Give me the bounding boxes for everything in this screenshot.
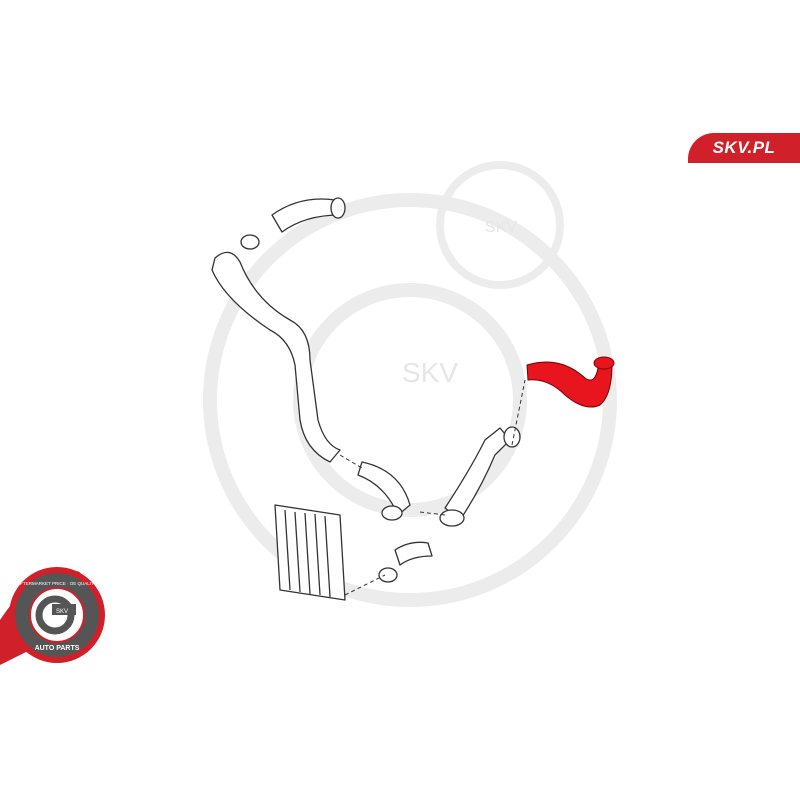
watermark-gear-small bbox=[436, 161, 564, 289]
watermark-text-small: SKV bbox=[485, 219, 517, 236]
lower-hose bbox=[394, 541, 433, 566]
badge-center-text: SKV bbox=[56, 609, 68, 615]
intercooler-fins bbox=[284, 509, 331, 598]
watermark-text-large: SKV bbox=[402, 357, 458, 388]
pipe-end bbox=[439, 509, 465, 527]
brand-tag: SKV.PL bbox=[688, 133, 800, 163]
assembly-guide-lines bbox=[339, 379, 526, 596]
auto-parts-badge: SKV AFTERMARKET PRICE · OE QUALITY AUTO … bbox=[0, 567, 105, 665]
intermediate-hose bbox=[357, 461, 411, 516]
badge-bottom-text: AUTO PARTS bbox=[35, 645, 80, 652]
pipe-end bbox=[503, 426, 521, 448]
hose-end bbox=[330, 197, 346, 219]
intercooler bbox=[274, 504, 346, 601]
clamp bbox=[240, 234, 260, 250]
badge-top-text: AFTERMARKET PRICE · OE QUALITY bbox=[17, 581, 96, 586]
hose-end bbox=[378, 567, 398, 583]
long-pipe bbox=[211, 251, 341, 463]
hose-end bbox=[381, 505, 403, 521]
highlighted-hose[interactable] bbox=[526, 356, 615, 408]
